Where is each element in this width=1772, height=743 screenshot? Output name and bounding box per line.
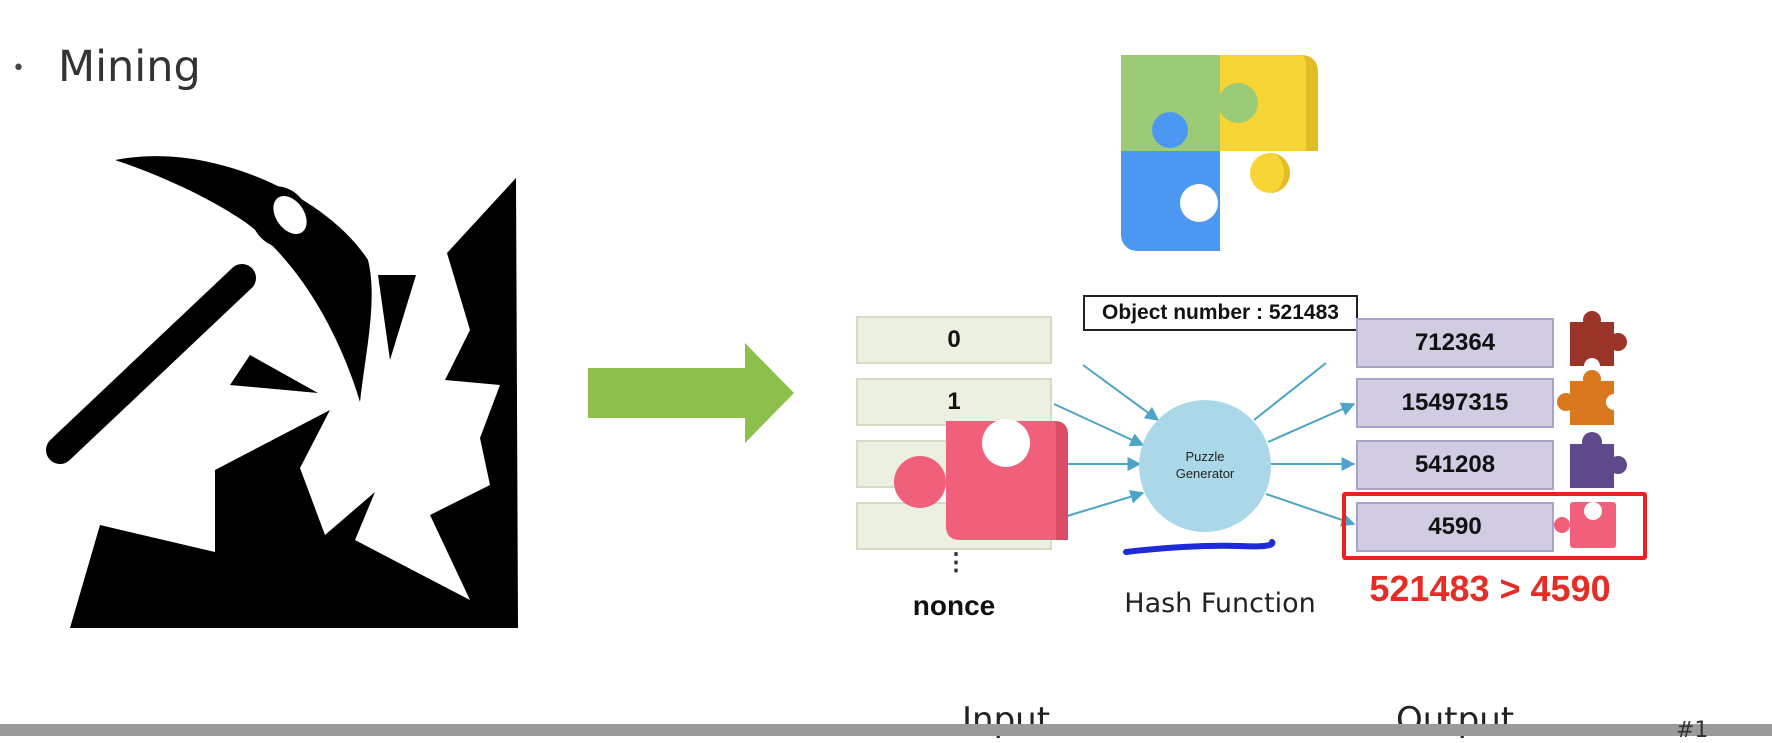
object-number-label: Object number : 521483 (1083, 295, 1358, 331)
nonce-box (856, 440, 1052, 488)
jigsaw-puzzle-icon (1121, 55, 1318, 251)
generator-line-2: Generator (1175, 466, 1235, 481)
generator-line-1: Puzzle (1185, 449, 1225, 464)
output-box: 4590 (1356, 502, 1554, 552)
output-box: 712364 (1356, 318, 1554, 368)
underline-scribble (1123, 539, 1276, 555)
nonce-box: 1 (856, 378, 1052, 426)
nonce-label: nonce (912, 590, 996, 621)
puzzle-generator-node (1139, 400, 1271, 532)
puzzle-generator-label: Puzzle Generator (1142, 448, 1268, 482)
bullet-marker: • (12, 56, 25, 81)
bottom-bar (0, 724, 1772, 736)
pickaxe-mining-icon (46, 156, 518, 628)
nonce-box (856, 502, 1052, 550)
nonce-more-indicator: ⋮ (944, 549, 968, 576)
selected-output-highlight (1342, 492, 1647, 560)
output-box: 541208 (1356, 440, 1554, 490)
output-arrows (1253, 362, 1356, 527)
page-number: #1 (1676, 718, 1709, 743)
input-arrows (1053, 364, 1160, 521)
right-arrow-icon (588, 343, 794, 443)
nonce-box: 0 (856, 316, 1052, 364)
comparison-text: 521483 > 4590 (1369, 568, 1611, 609)
hash-function-label: Hash Function (1124, 588, 1316, 619)
output-box: 15497315 (1356, 378, 1554, 428)
slide-heading: Mining (58, 42, 201, 92)
